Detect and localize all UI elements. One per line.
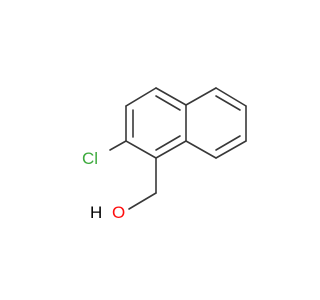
bond-c8a-c1	[155, 140, 187, 159]
bond-c5-c6-inner	[215, 95, 241, 111]
bond-c4a-c5	[185, 87, 217, 106]
bond-c7-c8-inner	[215, 135, 241, 151]
bond-c4-c4a-inner	[155, 95, 181, 111]
bond-c5-c6	[215, 87, 247, 107]
oxygen-atom-label: O	[112, 203, 125, 222]
bond-c7-c8	[215, 140, 247, 159]
structure-diagram: Cl O H	[82, 87, 247, 222]
bond-c4-c4a	[155, 87, 187, 106]
hydroxyl-hydrogen-label: H	[90, 203, 102, 222]
chlorine-atom-label: Cl	[82, 149, 98, 168]
bond-c3-c4	[125, 87, 157, 107]
bond-c2-cl	[109, 140, 127, 151]
bond-ch2-o	[128, 192, 157, 210]
bond-c8-c8a	[185, 140, 217, 159]
bond-c8a-c1-inner	[155, 135, 181, 151]
bond-c1-c2	[125, 140, 157, 159]
